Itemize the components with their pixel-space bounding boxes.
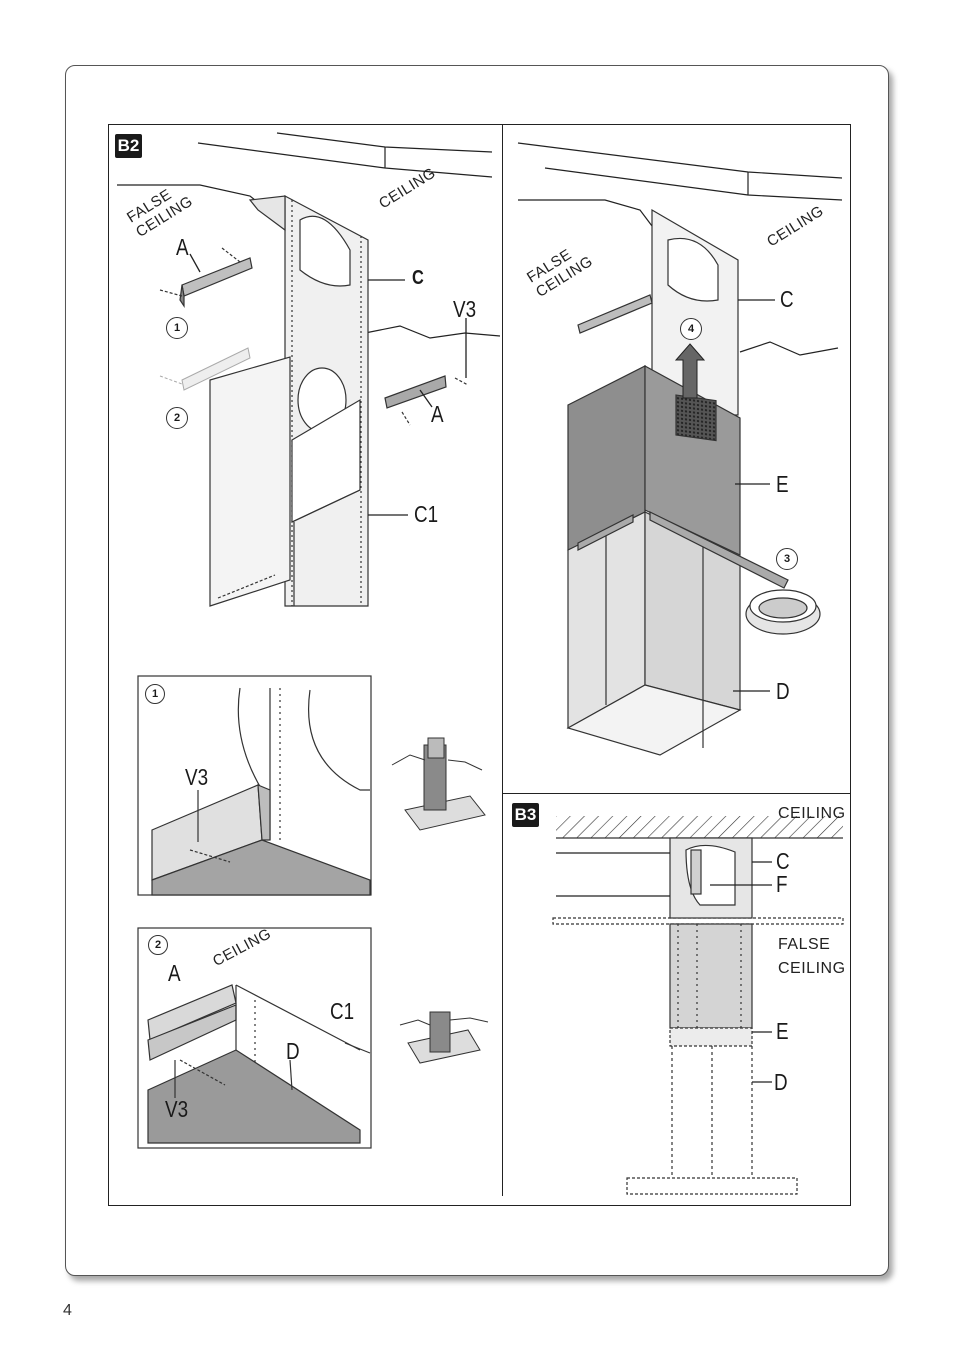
detail-2-label-a: A	[168, 960, 181, 986]
bracket-a-top	[159, 247, 253, 308]
label-v3: V3	[453, 296, 477, 322]
detail-2-drawing	[137, 927, 372, 1149]
b2r-chimney	[577, 208, 739, 416]
detail-2-label-v3: V3	[165, 1096, 189, 1122]
b2r-duct-e	[567, 364, 741, 556]
b3-label-e: E	[776, 1018, 789, 1044]
duct-c1	[209, 356, 361, 607]
b3-label-d: D	[774, 1069, 788, 1095]
label-c1: C1	[414, 501, 439, 527]
b2r-leaders	[733, 299, 775, 692]
label-c: C	[412, 267, 424, 289]
b2r-label-c: C	[780, 286, 794, 312]
detail-2-label-d: D	[286, 1038, 300, 1064]
bracket-ghost	[159, 347, 251, 391]
step-2-marker: 2	[166, 407, 188, 429]
detail-1-label-v3: V3	[185, 764, 209, 790]
b2r-ring	[745, 589, 821, 635]
b3-label-c: C	[776, 848, 790, 874]
b3-label-f: F	[776, 871, 788, 897]
b2r-arrow	[674, 343, 706, 399]
label-a-right: A	[431, 401, 444, 427]
column-divider	[502, 124, 503, 1196]
detail-1-drawing	[137, 675, 372, 896]
bracket-a-right	[384, 375, 469, 426]
thumbnail-2	[399, 1011, 489, 1064]
section-badge-b3: B3	[512, 803, 539, 827]
b3-false-ceiling-label: FALSE CEILING	[778, 936, 846, 977]
step-1-marker: 1	[166, 317, 188, 339]
b2r-label-e: E	[776, 471, 789, 497]
b2-leaders	[189, 253, 467, 516]
detail-1-marker: 1	[145, 684, 165, 704]
section-badge-b2: B2	[115, 134, 142, 158]
b2r-label-d: D	[776, 678, 790, 704]
step-3-marker: 3	[776, 548, 798, 570]
label-a-top: A	[176, 234, 189, 260]
detail-2-label-c1: C1	[330, 998, 355, 1024]
b3-leaders	[556, 852, 772, 1083]
detail-2-marker: 2	[148, 935, 168, 955]
figure-frame	[108, 124, 851, 1206]
b2r-ceiling-lines	[517, 142, 843, 356]
thumbnail-1	[391, 737, 486, 831]
b3-ceiling-label: CEILING	[778, 805, 846, 822]
step-4-marker: 4	[680, 318, 702, 340]
section-divider	[503, 793, 851, 794]
b3-drawing	[552, 816, 844, 1195]
page-number: 4	[63, 1302, 72, 1319]
b2r-duct-d	[566, 511, 789, 756]
